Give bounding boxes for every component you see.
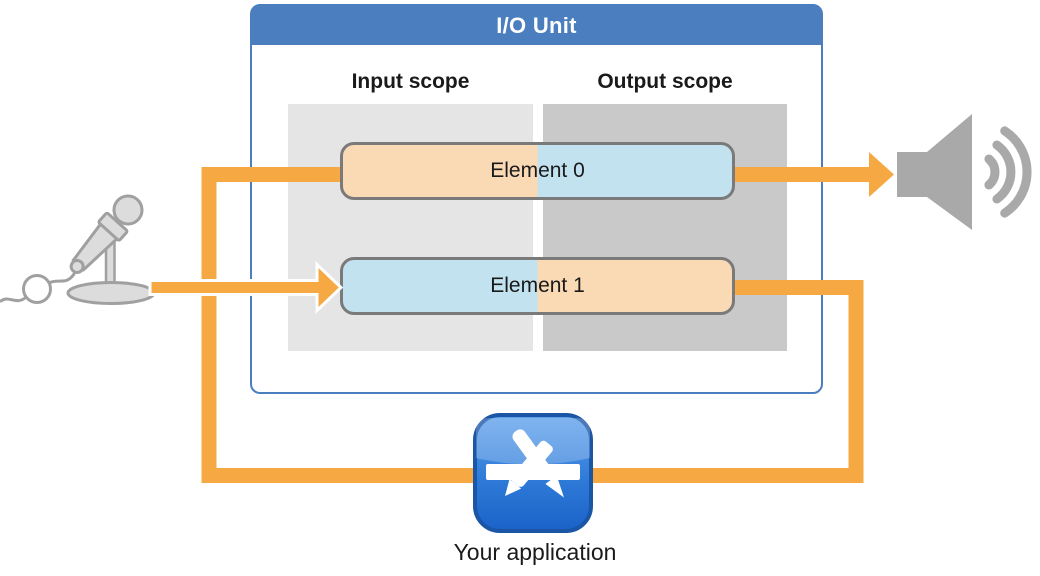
app-store-icon [473,413,593,533]
mic-body [69,194,144,274]
speaker-icon [897,114,1032,230]
input-scope-label: Input scope [351,70,470,93]
microphone-icon [0,194,156,305]
mic-cable-tail [0,296,27,303]
speaker-sound-waves [984,126,1032,218]
mic-cable [47,272,76,285]
element-1-label: Element 1 [490,274,585,297]
mic-cable-loop [22,274,52,304]
speaker-body [897,114,972,230]
output-scope-label: Output scope [597,70,733,93]
application-label: Your application [453,539,617,565]
mic-stand-base [66,281,156,305]
io-unit-header: I/O Unit [252,6,821,45]
element-0-label: Element 0 [490,159,585,182]
element-0-bar: Element 0 [340,142,735,200]
io-unit-title: I/O Unit [496,12,577,38]
element-1-bar: Element 1 [340,257,735,315]
